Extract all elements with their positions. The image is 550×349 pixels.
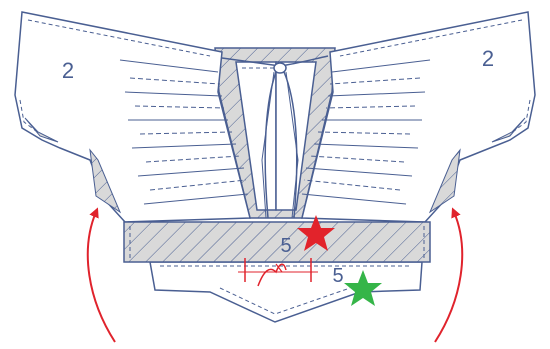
left-sleeve-label: 2 (62, 58, 74, 83)
band-label: 5 (280, 235, 291, 257)
left-fold-arrow (88, 212, 115, 342)
lower-label: 5 (332, 265, 343, 287)
lower-flap (150, 262, 422, 322)
right-sleeve-label: 2 (482, 46, 494, 71)
left-sleeve: 2 (15, 12, 250, 222)
right-sleeve: 2 (302, 12, 535, 222)
right-fold-arrow (435, 212, 462, 342)
waistband: 5 (124, 222, 430, 262)
